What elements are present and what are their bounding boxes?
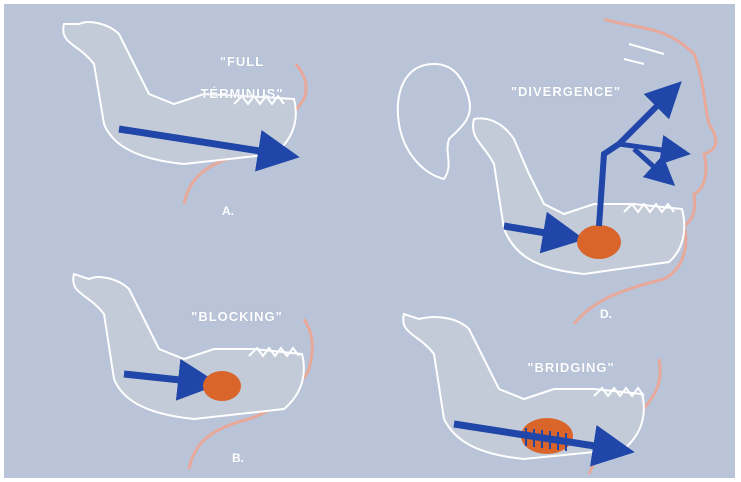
tumor-b bbox=[203, 371, 241, 401]
arrow-d-right bbox=[619, 144, 676, 152]
panel-c-jaw bbox=[403, 314, 660, 474]
panel-b-letter: B. bbox=[232, 451, 244, 465]
diagram-panel: "FULL TÉRMINUS" A. "BLOCKING" B. "BRIDGI… bbox=[4, 4, 735, 478]
label-full-terminus: "FULL TÉRMINUS" bbox=[192, 38, 292, 102]
panel-d-jaw bbox=[398, 19, 716, 324]
label-blocking: "BLOCKING" bbox=[182, 309, 292, 325]
panel-d-letter: D. bbox=[600, 307, 612, 321]
label-terminus: TÉRMINUS" bbox=[200, 86, 283, 101]
panel-b-jaw bbox=[73, 274, 312, 469]
mandible-diagram-art bbox=[4, 4, 735, 478]
label-full: "FULL bbox=[220, 54, 264, 69]
tumor-d bbox=[577, 225, 621, 259]
panel-a-letter: A. bbox=[222, 204, 234, 218]
label-divergence: "DIVERGENCE" bbox=[496, 84, 636, 100]
label-bridging: "BRIDGING" bbox=[516, 360, 626, 376]
arrow-d-down bbox=[634, 149, 664, 176]
